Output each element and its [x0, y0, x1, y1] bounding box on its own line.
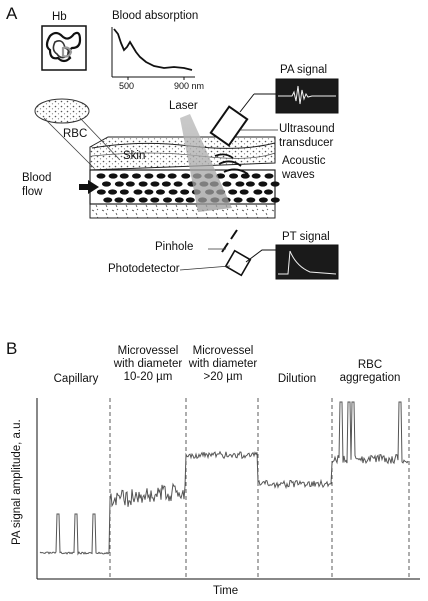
red-blood-cell: [245, 181, 255, 187]
hb-molecule-icon: [41, 25, 87, 71]
red-blood-cell: [96, 189, 106, 195]
segment-label-rbc-aggregation: RBC aggregation: [339, 359, 401, 385]
red-blood-cell: [119, 173, 129, 179]
red-blood-cell: [114, 181, 124, 187]
red-blood-cell: [125, 181, 135, 187]
laser-beam: [180, 114, 232, 212]
red-blood-cell: [270, 181, 280, 187]
red-blood-cell: [144, 173, 154, 179]
red-blood-cell: [216, 173, 226, 179]
red-blood-cell: [155, 189, 165, 195]
tick-900-label: 900 nm: [174, 81, 205, 91]
panel-b-letter: B: [6, 339, 18, 358]
segment-label-dilution: Dilution: [277, 373, 317, 385]
red-blood-cell: [264, 173, 274, 179]
red-blood-cell: [150, 197, 160, 203]
red-blood-cell: [131, 173, 141, 179]
pa-signal-trace: [39, 401, 409, 556]
segment-label-microvessel-small: Microvessel with diameter 10-20 µm: [113, 345, 183, 384]
pa-signal-label: PA signal: [280, 64, 328, 76]
red-blood-cell: [253, 189, 263, 195]
red-blood-cell: [114, 197, 124, 203]
red-blood-cell: [167, 173, 177, 179]
red-blood-cell: [181, 173, 191, 179]
red-blood-cell: [233, 197, 243, 203]
ultrasound-transducer-icon: [209, 93, 276, 147]
red-blood-cell: [125, 197, 135, 203]
red-blood-cell: [240, 173, 250, 179]
pinhole-icon: [208, 229, 238, 253]
red-blood-cell: [258, 197, 268, 203]
red-blood-cell: [180, 189, 190, 195]
laser-label: Laser: [169, 100, 198, 112]
hb-label: Hb: [52, 11, 67, 23]
acoustic-waves-label-1: Acoustic: [282, 155, 326, 167]
panel-a-letter: A: [6, 4, 18, 23]
tick-500-label: 500: [119, 81, 135, 91]
red-blood-cell: [119, 189, 129, 195]
red-blood-cell: [173, 181, 183, 187]
red-blood-cell: [222, 181, 232, 187]
ultrasound-label-2: transducer: [279, 137, 334, 149]
red-blood-cell: [144, 189, 154, 195]
red-blood-cell: [101, 181, 111, 187]
blood-flow-label-1: Blood: [22, 172, 52, 184]
red-blood-cell: [108, 189, 118, 195]
tissue-cross-section: [89, 136, 280, 219]
skin-label: Skin: [123, 150, 146, 162]
y-axis-label: PA signal amplitude, a.u.: [11, 419, 23, 545]
red-blood-cell: [161, 181, 171, 187]
photodetector-icon: [179, 249, 276, 277]
red-blood-cell: [156, 173, 166, 179]
red-blood-cell: [168, 189, 178, 195]
red-blood-cell: [174, 197, 184, 203]
blood-absorption-label: Blood absorption: [112, 10, 199, 22]
rbc-label: RBC: [63, 128, 88, 140]
pt-signal-screen: [275, 244, 339, 280]
red-blood-cell: [258, 181, 268, 187]
red-blood-cell: [246, 197, 256, 203]
segment-label-capillary: Capillary: [53, 373, 99, 385]
red-blood-cell: [263, 189, 273, 195]
red-blood-cell: [138, 181, 148, 187]
pinhole-label: Pinhole: [155, 241, 194, 253]
acoustic-waves-label-2: waves: [282, 169, 315, 181]
pa-signal-screen: [275, 78, 339, 114]
rbc-disk: [34, 98, 90, 124]
red-blood-cell: [96, 173, 106, 179]
red-blood-cell: [270, 197, 280, 203]
blood-flow-arrow: [79, 180, 99, 194]
red-blood-cell: [138, 197, 148, 203]
photodetector-label: Photodetector: [108, 263, 180, 275]
red-blood-cell: [103, 197, 113, 203]
x-axis-label: Time: [213, 585, 239, 597]
red-blood-cell: [150, 181, 160, 187]
red-blood-cell: [133, 189, 143, 195]
red-blood-cell: [235, 181, 245, 187]
red-blood-cell: [229, 173, 239, 179]
blood-absorption-plot: [111, 27, 195, 80]
red-blood-cell: [251, 173, 261, 179]
red-blood-cell: [185, 197, 195, 203]
red-blood-cell: [239, 189, 249, 195]
red-blood-cell: [108, 173, 118, 179]
acoustic-waves: [214, 153, 249, 175]
segment-label-microvessel-large: Microvessel with diameter >20 µm: [188, 345, 258, 384]
ultrasound-label-1: Ultrasound: [279, 123, 335, 135]
blood-flow-label-2: flow: [22, 186, 43, 198]
panel-b-axes: [36, 398, 420, 580]
red-blood-cell: [163, 197, 173, 203]
pt-signal-label: PT signal: [282, 231, 330, 243]
segment-dividers: [109, 398, 410, 579]
red-blood-cell: [228, 189, 238, 195]
